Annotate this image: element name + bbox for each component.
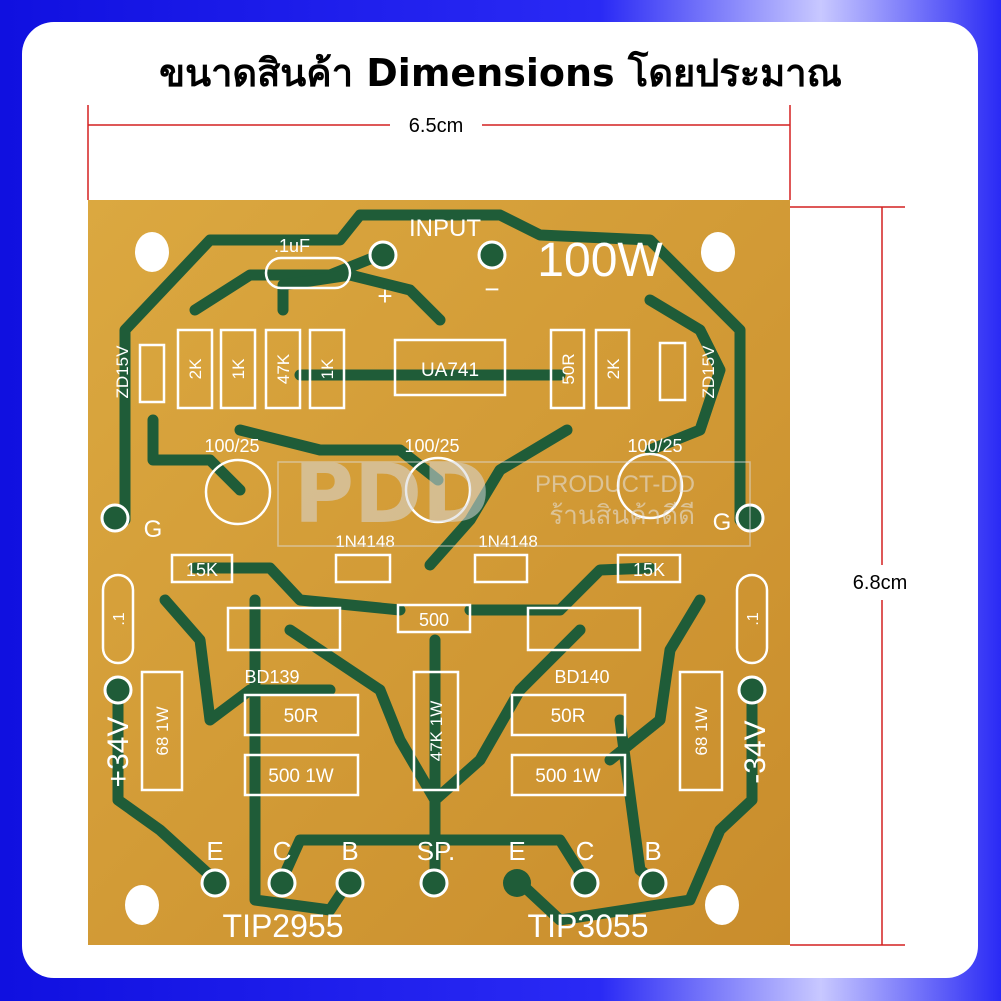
height-dimension: [790, 206, 905, 946]
capacitor-label: 100/25: [404, 436, 459, 456]
pin-label: B: [644, 836, 661, 866]
resistor-label: 47K: [274, 353, 293, 384]
resistor-label: 68 1W: [153, 706, 172, 755]
resistor-label: 68 1W: [692, 706, 711, 755]
transistor-label: TIP3055: [528, 908, 649, 944]
input-plus-label: +: [377, 281, 392, 311]
capacitor-label: .1: [111, 612, 128, 625]
watermark: PDD PRODUCT-DD ร้านสินค้าดีดี: [277, 447, 751, 547]
input-minus-label: −: [484, 274, 499, 304]
resistor-label: 500 1W: [268, 766, 334, 787]
supply-negative-label: -34V: [739, 720, 772, 783]
capacitor-label: 100/25: [204, 436, 259, 456]
watermark-logo: PDD: [294, 447, 490, 542]
opamp-label: UA741: [421, 360, 479, 381]
power-rating-label: 100W: [537, 234, 663, 287]
width-dimension: [87, 105, 791, 200]
silkscreen-outlines: [101, 256, 769, 797]
mounting-holes: [125, 232, 739, 925]
capacitor-label: 100/25: [627, 436, 682, 456]
pin-label: E: [206, 836, 223, 866]
resistor-label: 50R: [284, 706, 319, 727]
resistor-label: 15K: [186, 560, 218, 580]
capacitor-label: .1: [745, 612, 762, 625]
resistor-label: 2K: [604, 358, 623, 379]
width-label: 6.5cm: [409, 115, 463, 137]
cap-label: .1uF: [274, 236, 310, 256]
pin-label: E: [508, 836, 525, 866]
resistor-label: 50R: [551, 706, 586, 727]
supply-positive-label: +34V: [102, 717, 135, 788]
pin-label: C: [576, 836, 595, 866]
zener-right-label: ZD15V: [699, 345, 718, 399]
height-label: 6.8cm: [853, 572, 907, 594]
resistor-label: 15K: [633, 560, 665, 580]
resistor-label: 500: [419, 610, 449, 630]
transistor-label: TIP2955: [223, 908, 344, 944]
resistor-label: 2K: [186, 358, 205, 379]
resistor-label: 47K 1W: [427, 701, 446, 761]
watermark-brand-thai: ร้านสินค้าดีดี: [549, 501, 695, 531]
resistor-label: 50R: [559, 353, 578, 384]
input-label: INPUT: [409, 215, 481, 242]
watermark-brand: PRODUCT-DD: [535, 471, 695, 498]
zener-left-label: ZD15V: [113, 345, 132, 399]
resistor-label: 1K: [229, 358, 248, 379]
speaker-label: SP.: [417, 836, 456, 866]
page-title: ขนาดสินค้า Dimensions โดยประมาณ: [159, 51, 842, 95]
transistor-label: BD139: [244, 667, 299, 687]
ground-left-label: G: [144, 516, 163, 543]
ground-right-label: G: [713, 509, 732, 536]
resistor-label: 1K: [318, 358, 337, 379]
pin-label: C: [273, 836, 292, 866]
resistor-label: 500 1W: [535, 766, 601, 787]
pin-label: B: [341, 836, 358, 866]
transistor-label: BD140: [554, 667, 609, 687]
